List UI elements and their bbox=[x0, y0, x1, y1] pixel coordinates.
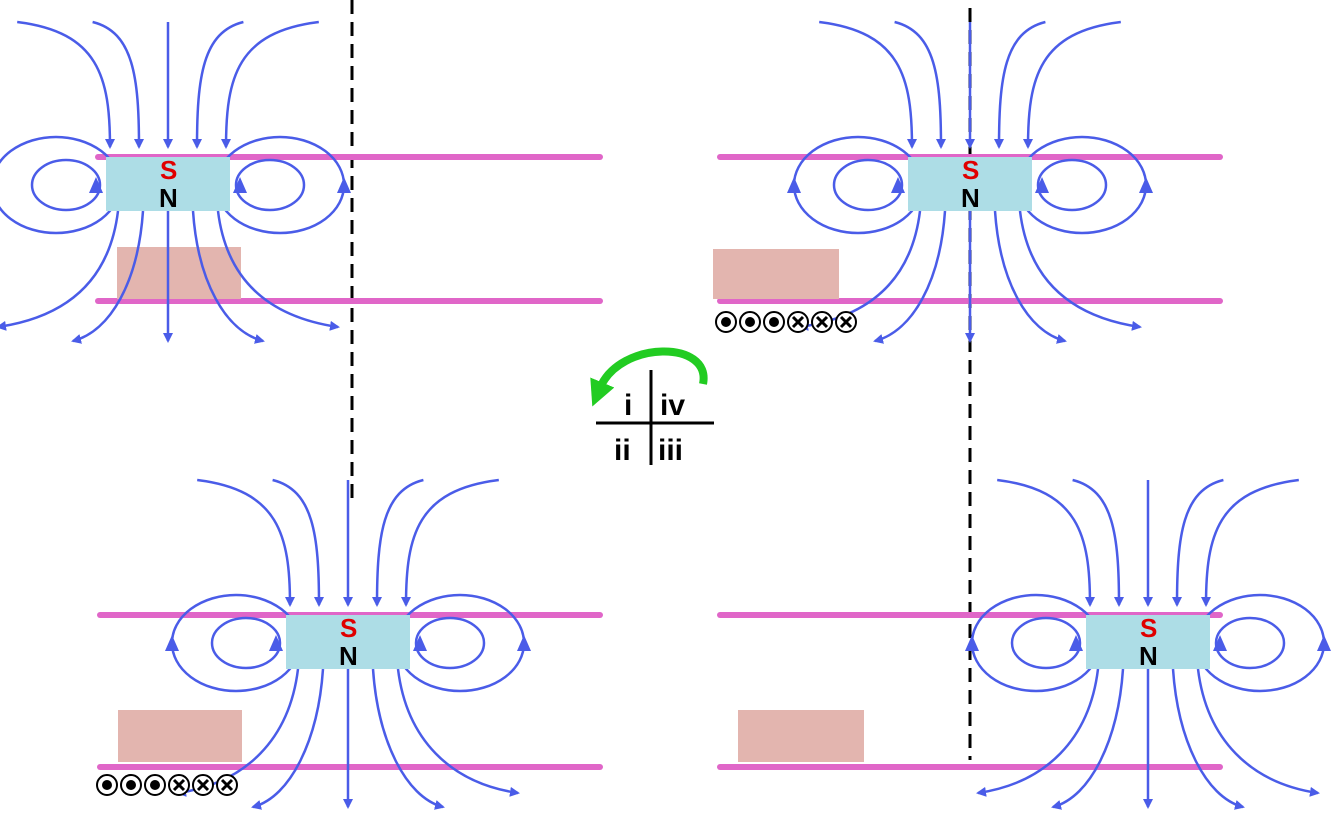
legend-label-iii: iii bbox=[658, 434, 683, 467]
loop-arrow bbox=[1213, 635, 1227, 651]
field-loop-inner bbox=[832, 158, 904, 212]
legend-label-iv: iv bbox=[660, 389, 685, 422]
loop-arrow bbox=[1035, 177, 1049, 193]
panel-iv: SN bbox=[713, 20, 1223, 344]
field-line-incoming bbox=[1201, 478, 1299, 607]
rotation-legend: i iv ii iii bbox=[590, 347, 714, 467]
magnet bbox=[286, 615, 410, 669]
dot-icon bbox=[721, 317, 731, 327]
current-marks bbox=[96, 774, 238, 796]
field-line-outgoing bbox=[251, 668, 325, 810]
loop-arrow bbox=[1069, 635, 1083, 651]
field-line-outgoing bbox=[1171, 668, 1245, 810]
cross-icon bbox=[220, 778, 234, 792]
loop-arrow bbox=[787, 177, 801, 193]
magnet-pole-n: N bbox=[339, 641, 358, 671]
field-line-incoming bbox=[1072, 478, 1124, 607]
pink-block bbox=[118, 710, 242, 762]
field-line-incoming bbox=[221, 20, 319, 149]
cross-icon bbox=[839, 315, 853, 329]
divider-lines bbox=[350, 0, 972, 760]
field-line-incoming bbox=[401, 478, 499, 607]
cross-icon bbox=[196, 778, 210, 792]
loop-arrow bbox=[269, 635, 283, 651]
field-line-outgoing bbox=[873, 210, 947, 344]
field-line-incoming bbox=[92, 20, 144, 149]
loop-arrow bbox=[965, 635, 979, 651]
field-line-incoming bbox=[997, 478, 1095, 607]
loop-arrow bbox=[1317, 635, 1331, 651]
field-line-outgoing bbox=[191, 210, 265, 344]
field-loop-inner bbox=[1010, 616, 1082, 670]
field-line-incoming bbox=[372, 478, 424, 607]
cross-icon bbox=[791, 315, 805, 329]
magnet bbox=[908, 157, 1032, 211]
dot-icon bbox=[126, 780, 136, 790]
field-line-outgoing bbox=[976, 668, 1100, 797]
loop-arrow bbox=[1139, 177, 1153, 193]
magnet-pole-s: S bbox=[340, 613, 357, 643]
panel-iii: SN bbox=[717, 478, 1331, 810]
field-line-outgoing bbox=[993, 210, 1067, 344]
curved-arrow-counterclockwise-icon bbox=[590, 347, 708, 407]
field-loop-inner bbox=[1036, 158, 1108, 212]
field-line-outgoing bbox=[1051, 668, 1125, 810]
magnet bbox=[106, 157, 230, 211]
field-line-outgoing bbox=[396, 668, 520, 797]
legend-label-i: i bbox=[624, 389, 632, 422]
field-loop-inner bbox=[1214, 616, 1286, 670]
magnet-pole-s: S bbox=[962, 155, 979, 185]
field-line-outgoing bbox=[371, 668, 445, 810]
field-loop-inner bbox=[234, 158, 306, 212]
loop-arrow bbox=[891, 177, 905, 193]
pink-block bbox=[713, 249, 839, 299]
field-line-incoming bbox=[192, 20, 244, 149]
loop-arrow bbox=[517, 635, 531, 651]
legend-label-ii: ii bbox=[614, 434, 631, 467]
field-loop-inner bbox=[414, 616, 486, 670]
field-line-outgoing bbox=[216, 210, 340, 331]
dot-icon bbox=[102, 780, 112, 790]
field-loop-inner bbox=[30, 158, 102, 212]
field-line-incoming bbox=[197, 478, 295, 607]
field-line-incoming bbox=[17, 20, 115, 149]
field-loop-outer bbox=[0, 135, 122, 235]
magnet bbox=[1086, 615, 1210, 669]
field-line-incoming bbox=[819, 20, 917, 149]
dot-icon bbox=[150, 780, 160, 790]
loop-arrow bbox=[233, 177, 247, 193]
pink-block bbox=[738, 710, 864, 762]
cross-icon bbox=[172, 778, 186, 792]
field-line-outgoing bbox=[0, 210, 120, 331]
field-line-outgoing bbox=[1018, 210, 1142, 331]
field-line-incoming bbox=[994, 20, 1046, 149]
magnet-pole-n: N bbox=[1139, 641, 1158, 671]
panel-i: SN bbox=[0, 20, 603, 344]
field-line-incoming bbox=[1172, 478, 1224, 607]
field-lines bbox=[165, 478, 531, 810]
cross-icon bbox=[815, 315, 829, 329]
field-line-incoming bbox=[1023, 20, 1121, 149]
loop-arrow bbox=[89, 177, 103, 193]
loop-arrow bbox=[413, 635, 427, 651]
dot-icon bbox=[745, 317, 755, 327]
field-line-outgoing bbox=[71, 210, 145, 344]
magnet-pole-n: N bbox=[159, 183, 178, 213]
field-line-incoming bbox=[894, 20, 946, 149]
field-line-incoming bbox=[272, 478, 324, 607]
magnet-pole-s: S bbox=[160, 155, 177, 185]
field-loop-inner bbox=[210, 616, 282, 670]
loop-arrow bbox=[337, 177, 351, 193]
field-line-outgoing bbox=[1196, 668, 1320, 797]
current-marks bbox=[715, 311, 857, 333]
panel-ii: SN bbox=[96, 478, 603, 810]
magnet-pole-n: N bbox=[961, 183, 980, 213]
loop-arrow bbox=[165, 635, 179, 651]
dot-icon bbox=[769, 317, 779, 327]
magnet-pole-s: S bbox=[1140, 613, 1157, 643]
